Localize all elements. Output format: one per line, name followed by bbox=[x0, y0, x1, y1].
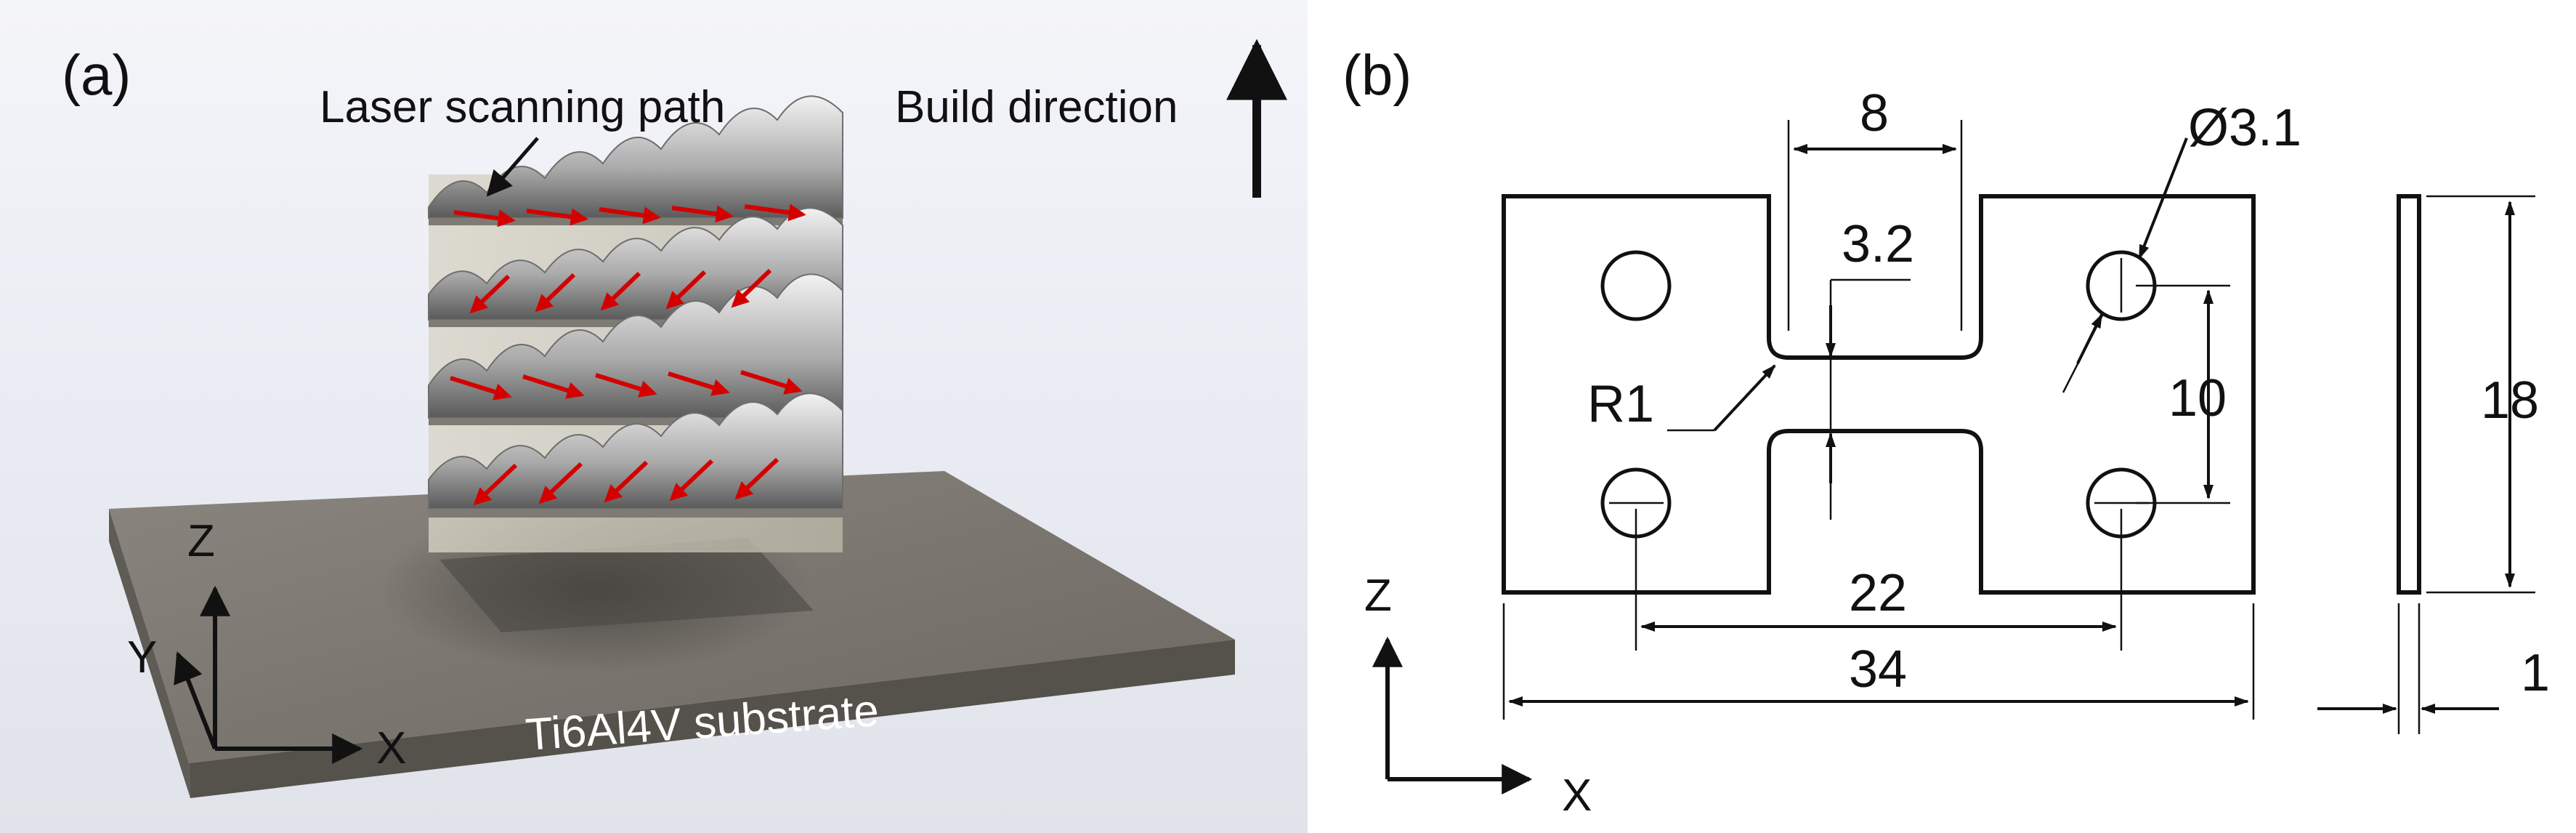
dim-hole-vertical-spacing-value: 10 bbox=[2168, 369, 2227, 427]
axis-b-x-label: X bbox=[1562, 770, 1592, 821]
panel-a: (a) bbox=[0, 0, 1308, 833]
hole-centerlines bbox=[1609, 258, 2149, 651]
dim-length: 34 bbox=[1502, 603, 2255, 720]
panel-b-label: (b) bbox=[1342, 43, 1411, 107]
axis-triad-b: Z X bbox=[1364, 571, 1592, 821]
dim-gauge-thickness: 3.2 bbox=[1826, 215, 1914, 520]
dim-gauge-width-value: 8 bbox=[1860, 84, 1889, 142]
dim-hole-horizontal-spacing-value: 22 bbox=[1849, 564, 1907, 622]
dim-gauge-width: 8 bbox=[1787, 84, 1963, 331]
dim-fillet-radius-value: R1 bbox=[1587, 375, 1654, 433]
specimen-outline bbox=[1502, 194, 2256, 595]
dim-thickness-value: 1 bbox=[2521, 644, 2550, 702]
specimen-side-view bbox=[2397, 194, 2421, 595]
axis-b-z-label: Z bbox=[1364, 571, 1392, 621]
dim-thickness: 1 bbox=[2317, 603, 2550, 734]
substrate-plate bbox=[109, 471, 1235, 798]
panel-a-label: (a) bbox=[62, 43, 131, 107]
dim-height: 18 bbox=[2426, 195, 2539, 594]
laser-path-label: Laser scanning path bbox=[320, 82, 725, 132]
dim-fillet-radius: R1 bbox=[1587, 364, 1776, 433]
axis-triad-a: Z Y X bbox=[127, 516, 406, 773]
dim-hole-diameter-value: Ø3.1 bbox=[2188, 99, 2301, 157]
layer-4 bbox=[428, 393, 843, 518]
dim-gauge-thickness-value: 3.2 bbox=[1842, 215, 1914, 273]
panel-b: (b) 8 3.2 bbox=[1342, 43, 2550, 821]
scan-arrows bbox=[450, 204, 806, 506]
laser-path-leader bbox=[486, 137, 539, 197]
axis-z-label: Z bbox=[187, 516, 215, 566]
dim-hole-vertical-spacing: 10 bbox=[2136, 284, 2230, 504]
dim-height-value: 18 bbox=[2481, 371, 2539, 430]
build-direction-label: Build direction bbox=[895, 82, 1178, 132]
axis-y-label: Y bbox=[127, 632, 157, 683]
dim-hole-diameter: Ø3.1 bbox=[2062, 99, 2301, 393]
build-block bbox=[428, 95, 843, 552]
axis-x-label: X bbox=[376, 723, 406, 773]
dim-hole-horizontal-spacing: 22 bbox=[1640, 564, 2117, 632]
dim-length-value: 34 bbox=[1849, 640, 1907, 699]
